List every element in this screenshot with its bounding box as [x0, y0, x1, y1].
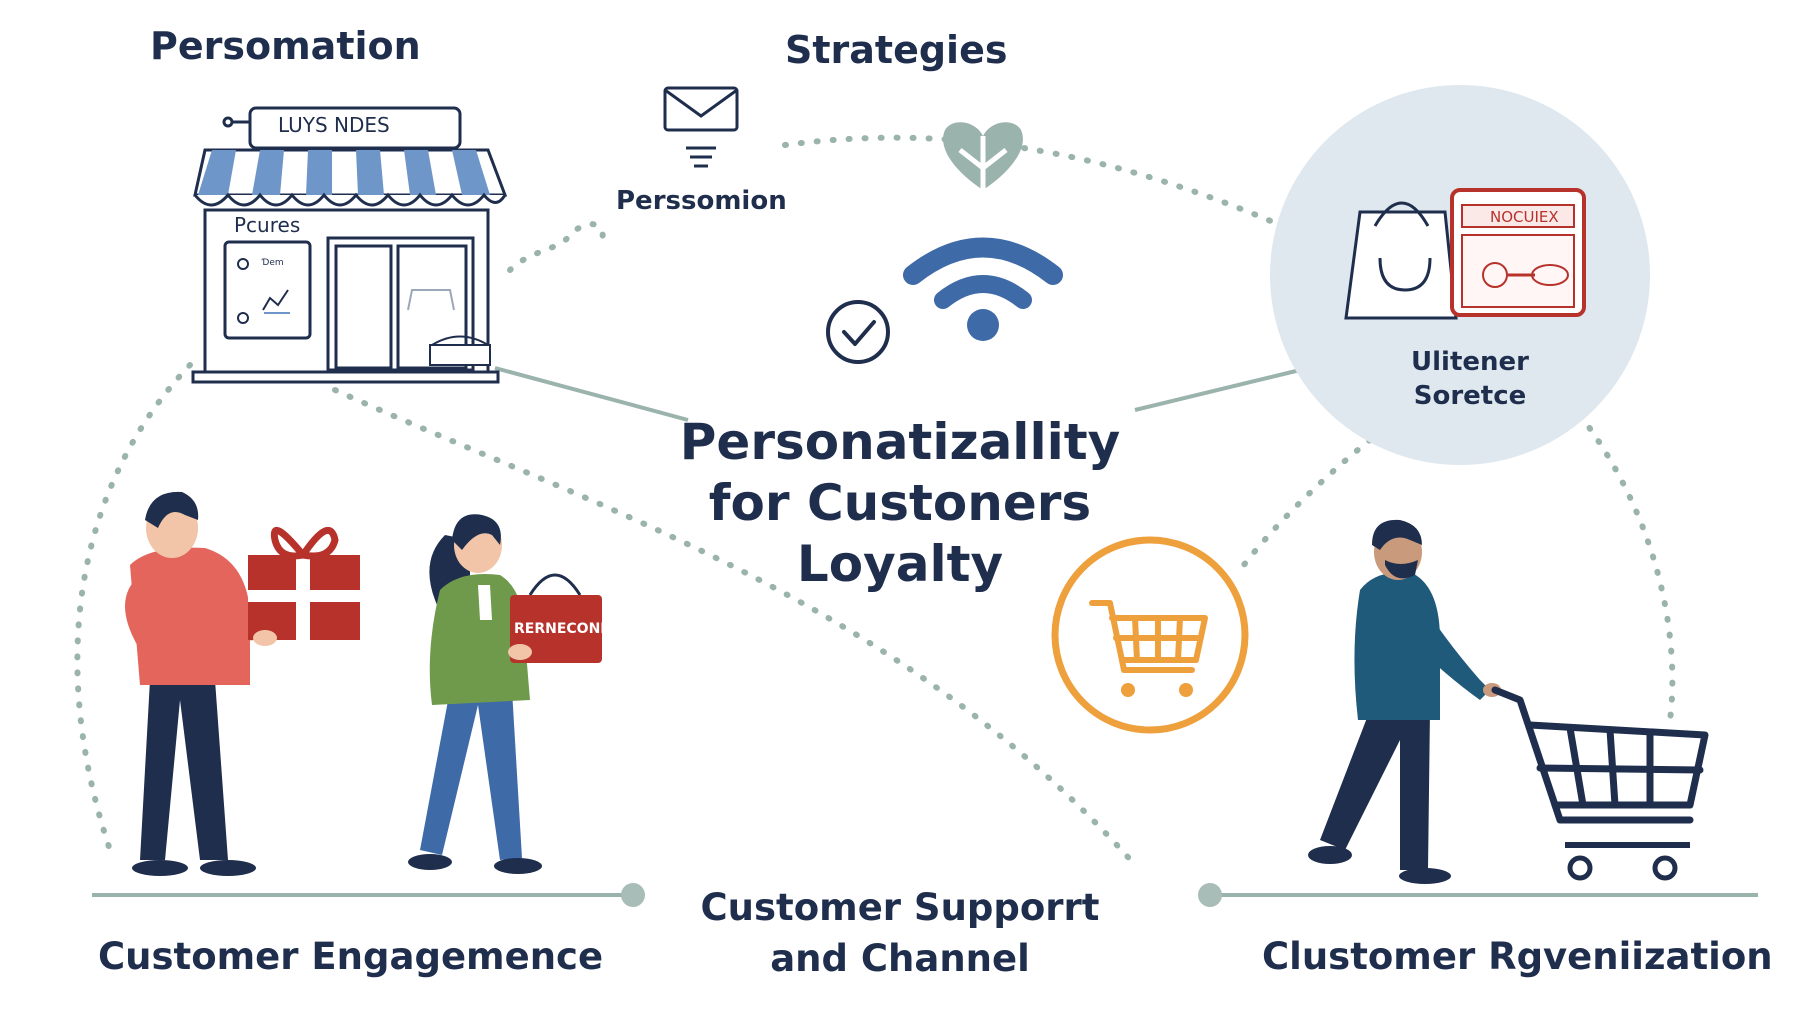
label-bottom-center: Customer Supporrt and Channel	[660, 882, 1140, 984]
circle-caption: Ulitener Soretce	[1370, 345, 1570, 413]
solid-connectors	[494, 366, 1301, 422]
central-title: Personatizallity for Custoners Loyalty	[640, 412, 1160, 595]
label-bottom-left: Customer Engagemence	[98, 935, 604, 978]
dotted-arc-left	[74, 362, 193, 853]
man-with-cart	[1308, 519, 1709, 884]
central-title-line3: Loyalty	[796, 535, 1004, 593]
red-bag-text: NOCUIEX	[1490, 208, 1559, 226]
label-bottom-right: Clustomer Rgveniization	[1262, 935, 1773, 978]
connector-center-circle	[1134, 368, 1301, 412]
baseline-left-dot	[621, 883, 645, 907]
label-bottom-center-line2: and Channel	[770, 937, 1030, 980]
woman-bag-text: RERNECONP	[514, 621, 611, 637]
check-circle-icon	[826, 300, 890, 364]
dotted-squiggle	[507, 221, 606, 273]
label-bottom-center-line1: Customer Supporrt	[700, 886, 1100, 929]
shopping-bags-icon	[1344, 188, 1586, 320]
store-side-text: Pcures	[234, 213, 301, 237]
connector-store-center	[494, 366, 689, 422]
circle-caption-line2: Soretce	[1413, 381, 1527, 411]
woman-with-bag	[408, 514, 602, 874]
baseline-right-dot	[1198, 883, 1222, 907]
store-window-chart	[237, 258, 290, 324]
email-caption: Perssomion	[616, 186, 787, 216]
dotted-diagonal	[332, 387, 1138, 868]
dotted-arc-right	[1577, 412, 1676, 723]
central-title-line1: Personatizallity	[679, 413, 1121, 471]
central-title-line2: for Custoners	[708, 474, 1092, 532]
circle-caption-line1: Ulitener	[1411, 347, 1529, 377]
title-top-left: Persomation	[150, 24, 421, 68]
shopping-cart-icon	[1051, 536, 1249, 734]
title-top-center: Strategies	[785, 28, 1008, 72]
dotted-circle-down	[1237, 437, 1373, 573]
store-panel-text: Ɗem	[262, 258, 284, 268]
heart-icon	[943, 122, 1023, 190]
man-with-gift	[125, 491, 360, 876]
dotted-arc-top	[782, 134, 1283, 228]
store-sign-text: LUYS NDES	[278, 113, 390, 137]
baselines	[92, 883, 1758, 907]
storefront-icon	[191, 106, 508, 384]
wifi-icon	[903, 237, 1063, 341]
envelope-icon	[663, 86, 739, 168]
